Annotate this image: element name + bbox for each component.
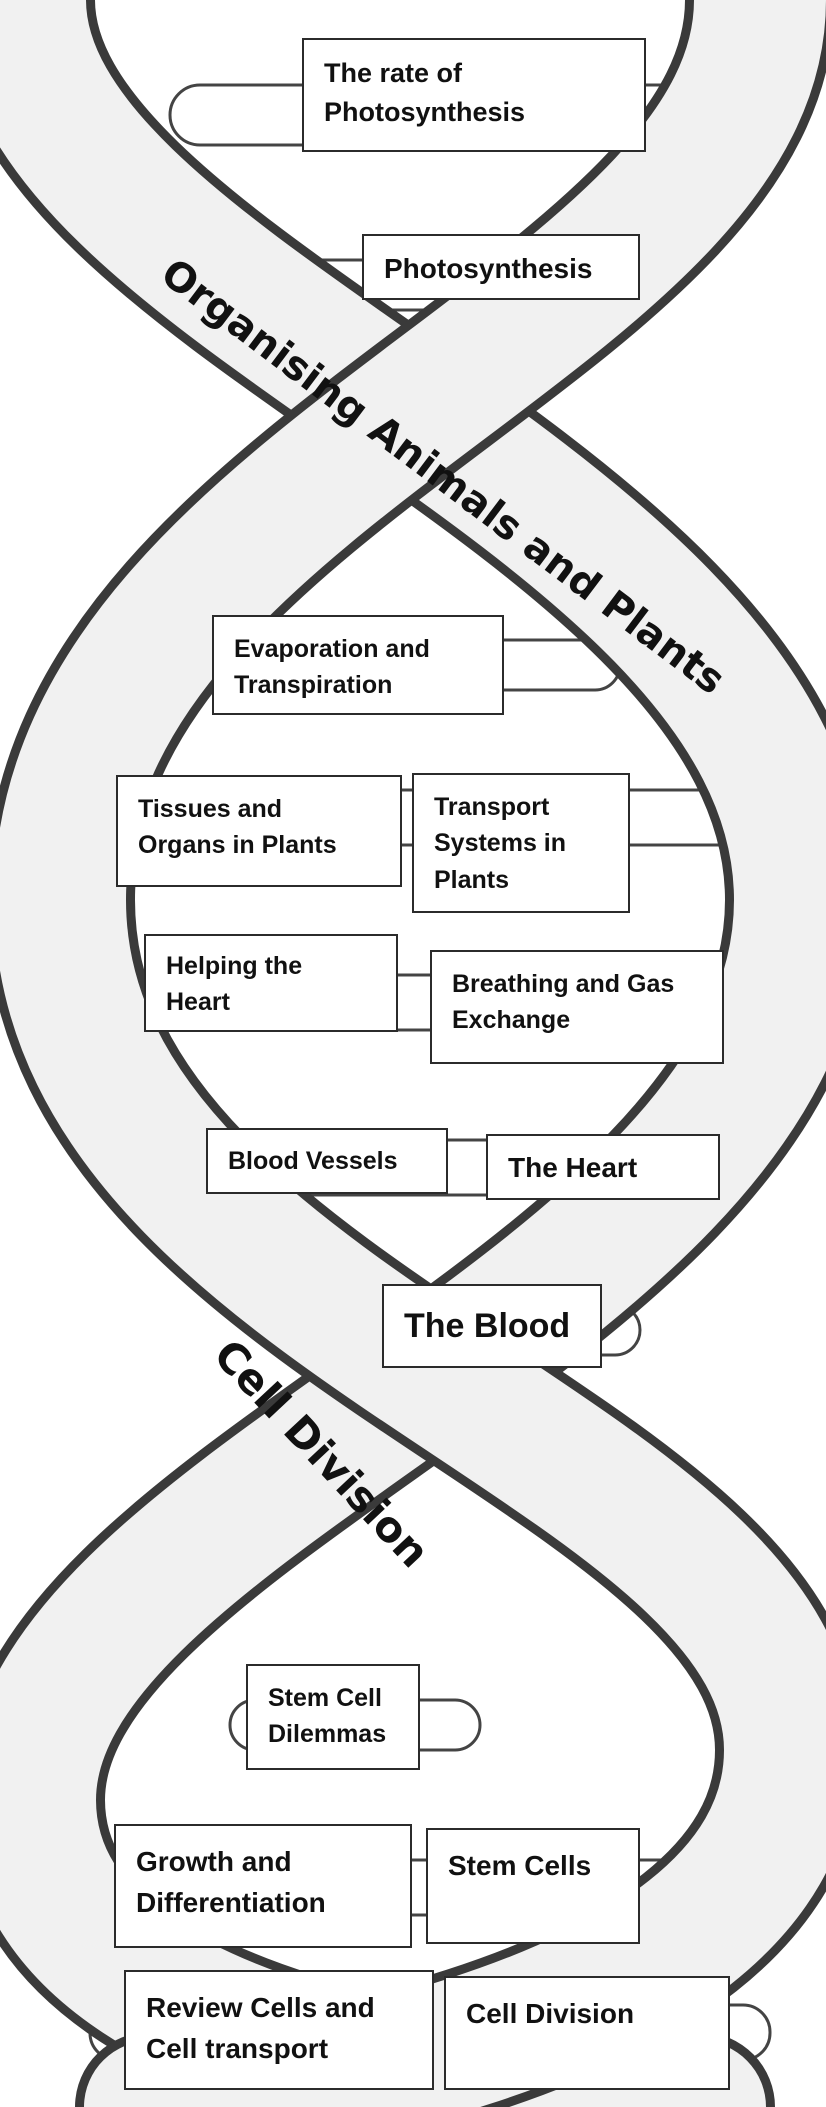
topic-box-stem-cell-dilemmas: Stem Cell Dilemmas <box>246 1664 420 1770</box>
topic-label: Breathing and Gas Exchange <box>452 966 702 1039</box>
topic-box-growth-differentiation: Growth and Differentiation <box>114 1824 412 1948</box>
topic-box-rate-of-photosynthesis: The rate of Photosynthesis <box>302 38 646 152</box>
topic-label: Cell Division <box>466 1994 708 2035</box>
topic-label: Growth and Differentiation <box>136 1842 390 1923</box>
topic-label: The rate of Photosynthesis <box>324 54 624 132</box>
topic-box-photosynthesis: Photosynthesis <box>362 234 640 300</box>
topic-label: Stem Cells <box>448 1846 618 1887</box>
topic-box-stem-cells: Stem Cells <box>426 1828 640 1944</box>
topic-box-the-heart: The Heart <box>486 1134 720 1200</box>
topic-label: Stem Cell Dilemmas <box>268 1680 398 1753</box>
topic-box-the-blood: The Blood <box>382 1284 602 1368</box>
topic-label: Blood Vessels <box>228 1143 426 1179</box>
topic-label: The Blood <box>404 1302 580 1351</box>
topic-box-evaporation-transpiration: Evaporation and Transpiration <box>212 615 504 715</box>
topic-label: Review Cells and Cell transport <box>146 1988 412 2069</box>
topic-label: Tissues and Organs in Plants <box>138 791 380 864</box>
topic-label: Helping the Heart <box>166 948 376 1021</box>
topic-box-helping-the-heart: Helping the Heart <box>144 934 398 1032</box>
topic-box-cell-division: Cell Division <box>444 1976 730 2090</box>
topic-box-transport-systems-plants: Transport Systems in Plants <box>412 773 630 913</box>
topic-label: Transport Systems in Plants <box>434 789 608 898</box>
topic-box-review-cells-transport: Review Cells and Cell transport <box>124 1970 434 2090</box>
topic-label: Photosynthesis <box>384 249 618 290</box>
topic-box-blood-vessels: Blood Vessels <box>206 1128 448 1194</box>
topic-box-tissues-organs-plants: Tissues and Organs in Plants <box>116 775 402 887</box>
topic-label: The Heart <box>508 1148 698 1189</box>
topic-label: Evaporation and Transpiration <box>234 631 482 704</box>
topic-box-breathing-gas-exchange: Breathing and Gas Exchange <box>430 950 724 1064</box>
